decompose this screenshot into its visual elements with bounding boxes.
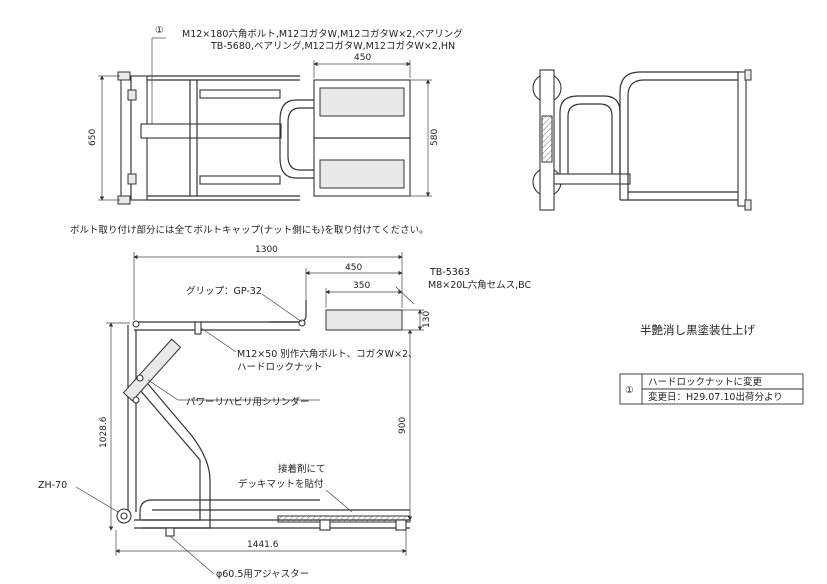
label-zh70: ZH-70 [38, 480, 67, 491]
label-bolt-line-1: M12×50 別作六角ボルト、コガタW×2、 [237, 348, 418, 360]
revision-mark: ① [625, 385, 634, 396]
dim-top-right-height: 580 [430, 129, 440, 146]
label-bolt-line-2: ハードロックナット [237, 362, 323, 373]
label-semus: M8×20L六角セムス,BC [428, 279, 531, 291]
label-tb5363: TB-5363 [429, 267, 470, 278]
dim-pad-height: 130 [422, 311, 432, 328]
finish-note: 半艶消し黒塗装仕上げ [640, 323, 755, 337]
label-cylinder: パワーリハビリ用シリンダー [186, 396, 310, 408]
revision-line-1: ハードロックナットに変更 [648, 376, 763, 388]
dim-top-left-height: 650 [88, 129, 98, 146]
label-adjuster: φ60.5用アジャスター [216, 569, 309, 580]
front-view [532, 69, 752, 211]
revision-line-2: 変更日：H29.07.10出荷分より [648, 391, 783, 403]
callout-line-2: TB-5680,ベアリング,M12コガタW,M12コガタW×2,HN [210, 40, 455, 52]
dim-pad-offset: 450 [345, 263, 362, 273]
dim-inner-height: 900 [398, 417, 408, 434]
callout-mark: ① [155, 25, 164, 36]
revision-table [619, 373, 804, 405]
dim-base-length: 1441.6 [247, 540, 279, 550]
dim-height: 1028.6 [99, 416, 109, 448]
label-mat-line-2: デッキマットを貼付 [238, 478, 324, 490]
top-view [98, 37, 432, 205]
dim-pad-length: 350 [353, 281, 370, 291]
dim-top-width: 450 [354, 53, 371, 63]
bolt-cap-note: ボルト取り付け部分には全てボルトキャップ(ナット側にも)を取り付けてください。 [70, 224, 429, 236]
side-view [116, 300, 411, 537]
callout-line-1: M12×180六角ボルト,M12コガタW,M12コガタW×2,ベアリング [182, 28, 463, 40]
side-view-dimensions [75, 252, 424, 575]
dim-total-length: 1300 [255, 245, 278, 255]
label-mat-line-1: 接着剤にて [278, 463, 326, 475]
label-grip: グリップ：GP-32 [186, 285, 262, 297]
